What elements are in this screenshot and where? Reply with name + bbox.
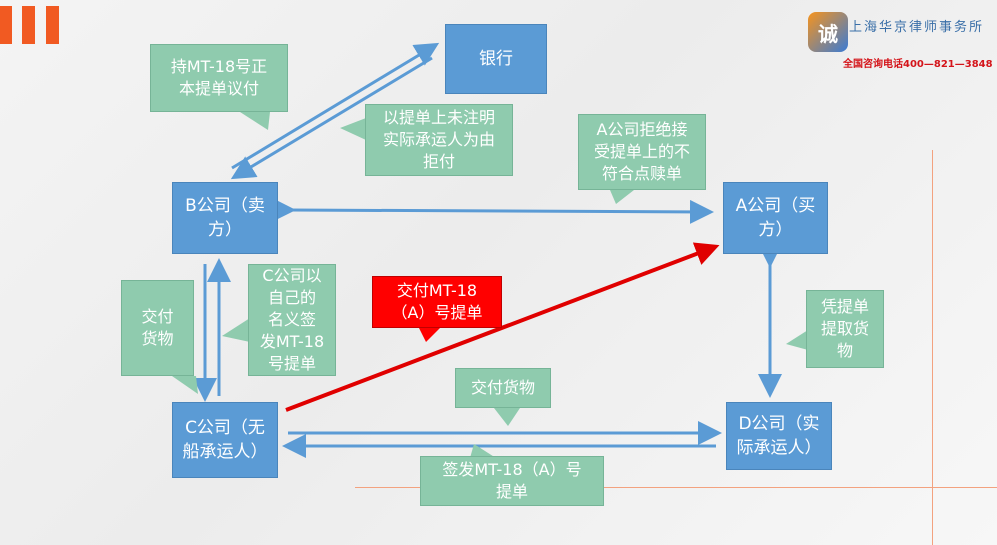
arrow-b-bank: [231, 42, 440, 170]
callout-tail-refuse-bank: [340, 118, 366, 140]
decor-bar-1: [0, 6, 12, 44]
callout-tail-deliver-left: [172, 376, 198, 394]
node-d-company: D公司（实际承运人）: [726, 402, 832, 470]
node-b-company: B公司（卖方）: [172, 182, 278, 254]
callout-tail-issue-bottom: [470, 444, 496, 458]
decor-line-vertical: [932, 150, 933, 545]
decor-bar-3: [46, 6, 59, 44]
note-refuse-a: A公司拒绝接受提单上的不符合点赎单: [578, 114, 706, 190]
note-deliver-goods-bottom: 交付货物: [455, 368, 551, 408]
callout-tail-pickup: [786, 330, 808, 350]
callout-tail-deliver-bottom: [494, 408, 520, 426]
callout-tail-c-issue: [222, 318, 250, 342]
arrow-bank-b: [230, 56, 433, 180]
decor-bar-2: [22, 6, 35, 44]
note-pickup: 凭提单提取货物: [806, 290, 884, 368]
callout-tail-refuse-a: [610, 190, 634, 204]
note-issue-bill-bottom: 签发MT-18（A）号提单: [420, 456, 604, 506]
node-c-company: C公司（无船承运人）: [172, 402, 278, 478]
logo-phone: 全国咨询电话400—821—3848: [843, 59, 993, 70]
callout-tail-hold-bill: [240, 112, 270, 130]
note-hold-bill: 持MT-18号正本提单议付: [150, 44, 288, 112]
decor-line-horizontal: [355, 487, 997, 488]
logo-firm-name: 上海华京律师事务所: [849, 20, 985, 35]
arrow-c-a-red: [285, 242, 720, 412]
note-deliver-bill-red: 交付MT-18（A）号提单: [372, 276, 502, 328]
node-bank: 银行: [445, 24, 547, 94]
note-deliver-goods-left: 交付货物: [121, 280, 194, 376]
arrow-b-a: [271, 197, 714, 224]
logo-mark: 诚: [808, 12, 848, 52]
node-a-company: A公司（买方）: [723, 182, 828, 254]
note-refuse-bank: 以提单上未注明实际承运人为由拒付: [365, 104, 513, 176]
